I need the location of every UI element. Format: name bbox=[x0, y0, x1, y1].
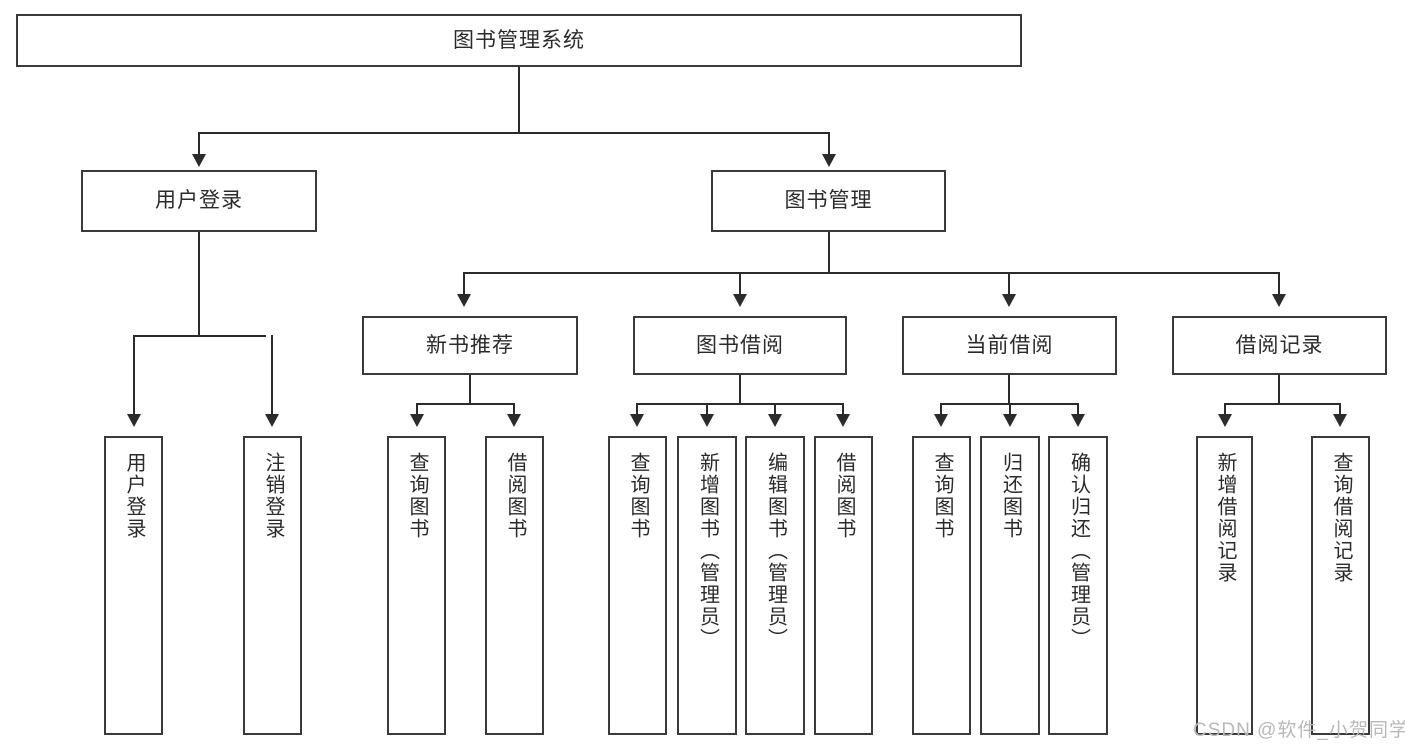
connector-root-to-user-login bbox=[198, 132, 200, 156]
node-root-system[interactable]: 图书管理系统 bbox=[16, 14, 1022, 67]
connector-new-books-bar bbox=[416, 403, 515, 405]
node-label: 图书管理系统 bbox=[453, 28, 585, 52]
leaf-edit-book-admin[interactable]: 编辑图书（管理员） bbox=[745, 436, 805, 735]
node-label: 当前借阅 bbox=[965, 333, 1054, 357]
connector-current-c3 bbox=[1077, 403, 1079, 416]
connector-root-bar bbox=[198, 132, 830, 134]
arrowhead-records-c1 bbox=[1218, 414, 1232, 427]
connector-user-login-right bbox=[271, 335, 273, 416]
arrowhead-records-c2 bbox=[1333, 414, 1347, 427]
arrowhead-book-mgmt-to-borrow bbox=[733, 294, 747, 307]
arrowhead-new-books-c1 bbox=[410, 414, 424, 427]
connector-borrow-stem bbox=[739, 375, 741, 405]
connector-root-stem bbox=[518, 67, 520, 133]
connector-current-c1 bbox=[940, 403, 942, 416]
leaf-confirm-return-admin[interactable]: 确认归还（管理员） bbox=[1048, 436, 1108, 735]
connector-book-mgmt-to-new-books bbox=[463, 272, 465, 296]
node-label: 借阅记录 bbox=[1235, 333, 1324, 357]
connector-book-mgmt-to-current bbox=[1008, 272, 1010, 296]
leaf-logout[interactable]: 注销登录 bbox=[243, 436, 302, 735]
connector-borrow-c1 bbox=[636, 403, 638, 416]
leaf-label: 注销登录 bbox=[262, 452, 284, 540]
node-user-login[interactable]: 用户登录 bbox=[81, 170, 317, 232]
connector-borrow-bar bbox=[636, 403, 844, 405]
arrowhead-book-mgmt-to-records bbox=[1272, 294, 1286, 307]
connector-book-mgmt-to-records bbox=[1278, 272, 1280, 296]
node-label: 新书推荐 bbox=[426, 333, 514, 357]
arrowhead-user-login-left bbox=[127, 414, 141, 427]
leaf-label: 借阅图书 bbox=[504, 452, 526, 540]
leaf-label: 查询图书 bbox=[406, 452, 428, 540]
connector-book-mgmt-bar bbox=[463, 272, 1280, 274]
leaf-label: 查询图书 bbox=[931, 452, 953, 540]
arrowhead-user-login-right bbox=[265, 414, 279, 427]
connector-borrow-c4 bbox=[842, 403, 844, 416]
leaf-label: 查询图书 bbox=[627, 452, 649, 540]
leaf-add-borrow-record[interactable]: 新增借阅记录 bbox=[1196, 436, 1253, 735]
arrowhead-borrow-c1 bbox=[630, 414, 644, 427]
connector-user-login-bar bbox=[133, 335, 266, 337]
connector-current-c2 bbox=[1009, 403, 1011, 416]
connector-user-login-left bbox=[133, 335, 135, 416]
arrowhead-root-to-book-mgmt bbox=[822, 154, 836, 167]
leaf-label: 用户登录 bbox=[123, 452, 145, 540]
connector-user-login-stem bbox=[198, 232, 200, 337]
connector-records-c2 bbox=[1339, 403, 1341, 416]
leaf-search-borrow-record[interactable]: 查询借阅记录 bbox=[1311, 436, 1370, 735]
connector-book-mgmt-to-borrow bbox=[739, 272, 741, 296]
node-book-borrow[interactable]: 图书借阅 bbox=[633, 316, 847, 375]
arrowhead-book-mgmt-to-current bbox=[1002, 294, 1016, 307]
node-label: 图书管理 bbox=[784, 189, 873, 213]
connector-new-books-c1 bbox=[416, 403, 418, 416]
arrowhead-borrow-c3 bbox=[768, 414, 782, 427]
leaf-return-book[interactable]: 归还图书 bbox=[980, 436, 1040, 735]
leaf-borrow-books-new[interactable]: 借阅图书 bbox=[485, 436, 544, 735]
arrowhead-root-to-user-login bbox=[192, 154, 206, 167]
leaf-label: 借阅图书 bbox=[833, 452, 855, 540]
arrowhead-current-c3 bbox=[1071, 414, 1085, 427]
leaf-label: 新增借阅记录 bbox=[1214, 452, 1236, 584]
leaf-borrow-book[interactable]: 借阅图书 bbox=[814, 436, 873, 735]
arrowhead-borrow-c4 bbox=[836, 414, 850, 427]
connector-records-c1 bbox=[1224, 403, 1226, 416]
connector-current-stem bbox=[1008, 375, 1010, 405]
watermark-text: CSDN @软件_小贺同学 bbox=[1193, 720, 1405, 741]
arrowhead-book-mgmt-to-new-books bbox=[457, 294, 471, 307]
connector-records-stem bbox=[1278, 375, 1280, 405]
node-current-borrow[interactable]: 当前借阅 bbox=[902, 316, 1117, 375]
leaf-label: 新增图书（管理员） bbox=[696, 452, 719, 650]
node-book-management[interactable]: 图书管理 bbox=[711, 170, 946, 232]
node-label: 用户登录 bbox=[155, 189, 243, 213]
connector-root-to-book-mgmt bbox=[828, 132, 830, 156]
leaf-label: 查询借阅记录 bbox=[1330, 452, 1352, 584]
connector-borrow-c2 bbox=[706, 403, 708, 416]
leaf-search-books-current[interactable]: 查询图书 bbox=[912, 436, 971, 735]
arrowhead-new-books-c2 bbox=[507, 414, 521, 427]
node-borrow-records[interactable]: 借阅记录 bbox=[1172, 316, 1387, 375]
arrowhead-current-c1 bbox=[934, 414, 948, 427]
arrowhead-current-c2 bbox=[1003, 414, 1017, 427]
leaf-label: 编辑图书（管理员） bbox=[764, 452, 787, 650]
connector-borrow-c3 bbox=[774, 403, 776, 416]
leaf-add-book-admin[interactable]: 新增图书（管理员） bbox=[677, 436, 737, 735]
node-new-book-recommend[interactable]: 新书推荐 bbox=[362, 316, 578, 375]
leaf-user-login[interactable]: 用户登录 bbox=[104, 436, 163, 735]
leaf-label: 归还图书 bbox=[999, 452, 1022, 540]
connector-new-books-c2 bbox=[513, 403, 515, 416]
leaf-search-books-new[interactable]: 查询图书 bbox=[387, 436, 446, 735]
arrowhead-borrow-c2 bbox=[700, 414, 714, 427]
leaf-label: 确认归还（管理员） bbox=[1067, 452, 1090, 650]
connector-book-mgmt-stem bbox=[828, 232, 830, 274]
node-label: 图书借阅 bbox=[696, 333, 784, 357]
leaf-search-books-borrow[interactable]: 查询图书 bbox=[608, 436, 667, 735]
connector-new-books-stem bbox=[469, 375, 471, 405]
connector-records-bar bbox=[1224, 403, 1341, 405]
